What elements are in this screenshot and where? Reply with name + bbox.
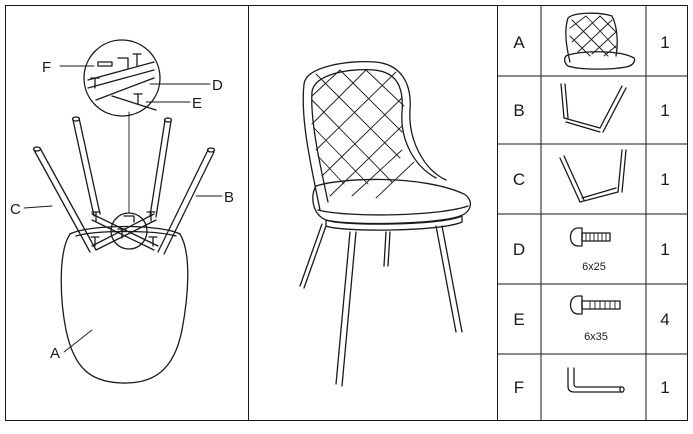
parts-table-border [497,5,688,421]
part-b-qty: 1 [660,101,669,120]
callout-b: B [224,189,234,206]
part-e-qty: 4 [660,310,669,329]
part-e-size: 6x35 [584,331,608,343]
part-d-qty: 1 [660,240,669,259]
parts-table-grid [497,5,688,421]
callout-d: D [212,77,223,94]
part-a-qty: 1 [660,33,669,52]
part-a-letter: A [513,33,525,52]
part-b-leg-frame-icon [560,83,627,133]
part-f-letter: F [514,378,524,397]
callout-f: F [42,59,51,76]
detail-contents [87,53,157,111]
part-c-letter: C [513,170,525,189]
chair-panel-border [248,5,498,421]
assembly-diagram: F D E C B A [10,39,234,384]
part-f-qty: 1 [660,378,669,397]
part-e-letter: E [513,310,524,329]
callout-leaders [23,65,223,353]
part-b-letter: B [513,101,524,120]
callout-a: A [50,345,60,362]
part-d-letter: D [513,240,525,259]
part-d-bolt-icon: 6x25 [569,227,611,273]
leg-frames [32,116,216,255]
callout-c: C [10,201,21,218]
seat-shell-upside-down [60,225,189,384]
parts-table-rows: A 1 B 1 C 1 D 1 E 4 F 1 [513,33,670,397]
part-f-allen-key-icon [567,367,625,393]
assembled-chair [299,60,471,387]
part-c-qty: 1 [660,170,669,189]
quilted-pattern [311,69,415,199]
part-a-seat-shell-icon [564,12,636,70]
detail-zoom-circle-large [83,39,161,117]
bolts-in-seat [90,211,158,247]
part-e-bolt-icon: 6x35 [569,295,621,343]
part-c-leg-frame-icon [559,149,627,203]
part-d-size: 6x25 [582,261,606,273]
callout-e: E [192,95,202,112]
